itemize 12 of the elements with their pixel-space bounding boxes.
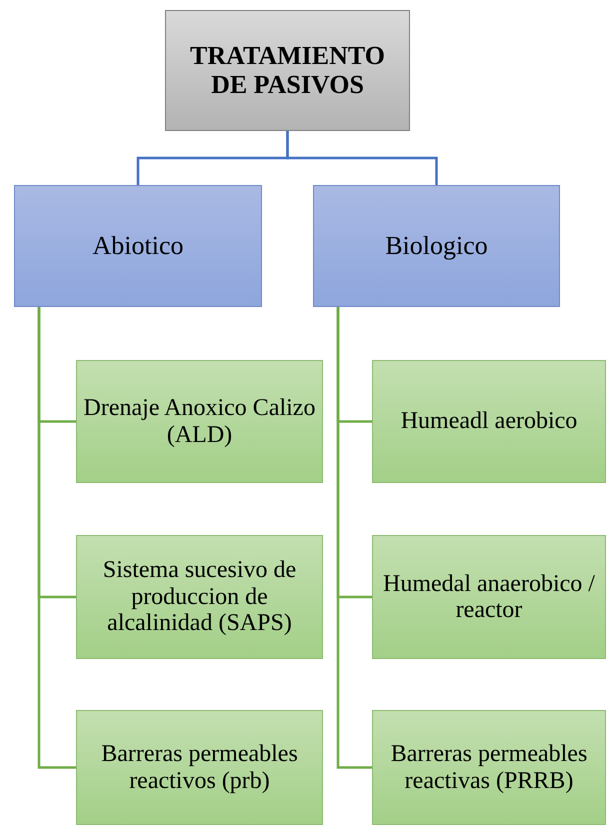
connector-line [286,131,438,185]
method-box: Barreras permeables reactivos (prb) [76,710,323,825]
category-box: Biologico [313,185,560,307]
category-box: Abiotico [14,185,262,307]
connector-line [38,307,76,769]
method-box: Humeadl aerobico [372,360,606,483]
method-box: Sistema sucesivo de produccion de alcalinidad (SAPS) [76,535,323,659]
method-box: Barreras permeables reactivas (PRRB) [372,710,606,825]
connector-line [336,307,372,769]
method-box: Humedal anaerobico / reactor [372,535,606,659]
root-box: TRATAMIENTO DE PASIVOS [165,10,410,131]
method-box: Drenaje Anoxico Calizo (ALD) [76,360,323,483]
